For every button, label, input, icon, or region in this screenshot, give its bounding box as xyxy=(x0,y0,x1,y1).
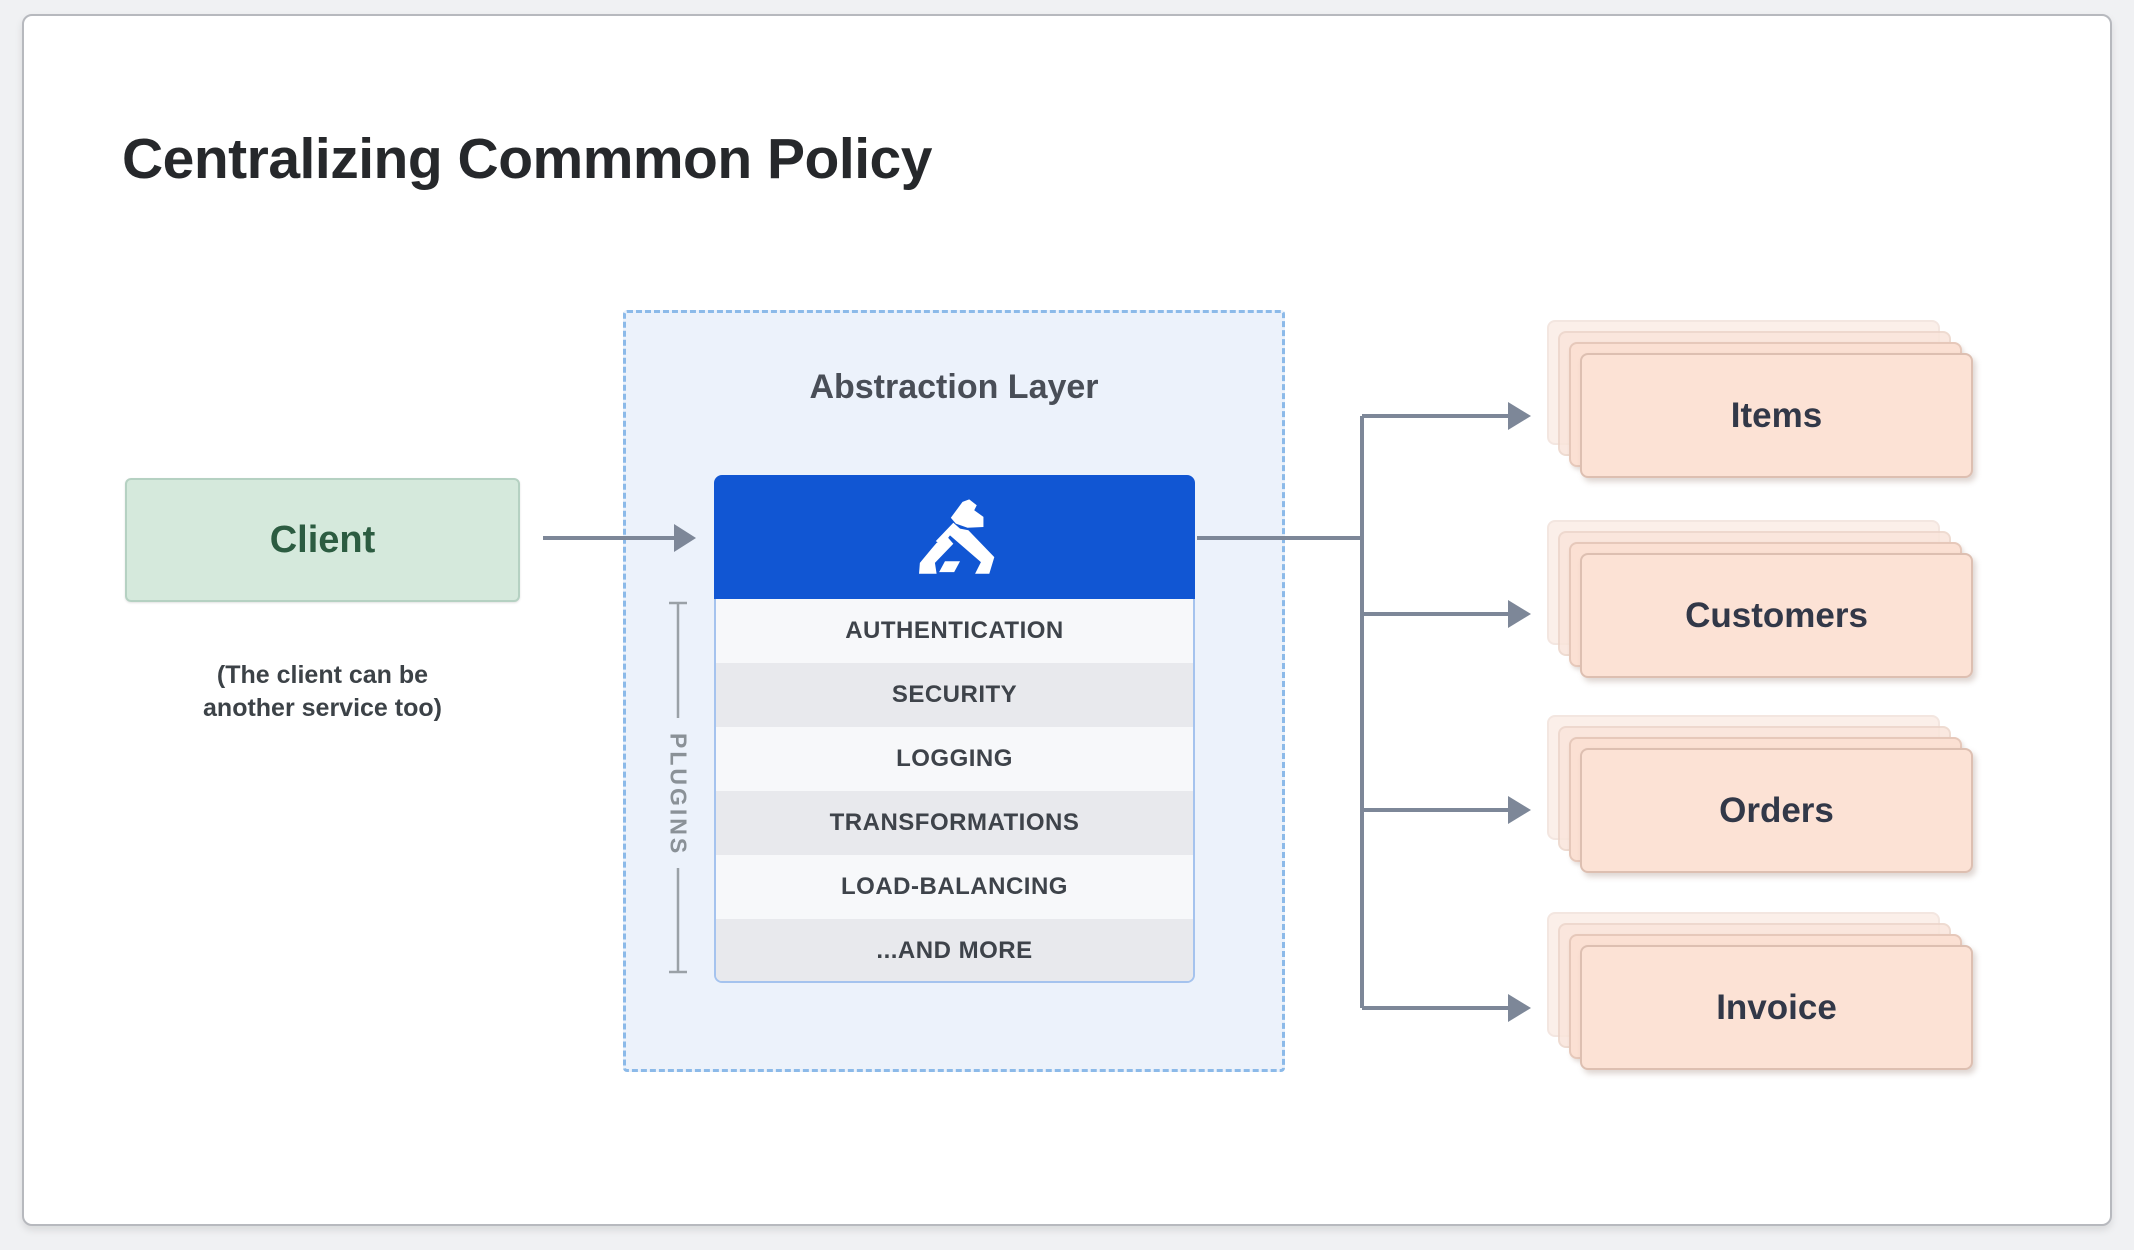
client-caption-line-1: (The client can be xyxy=(216,661,429,689)
client-label: Client xyxy=(269,518,376,561)
service-card-items: Items xyxy=(1580,353,1973,478)
service-stack-invoice: Invoice xyxy=(1547,912,1973,1070)
plugin-row-security: SECURITY xyxy=(716,663,1193,727)
plugins-vertical-label: PLUGINS xyxy=(665,733,692,857)
client-node: Client xyxy=(125,478,520,602)
service-label: Customers xyxy=(1685,595,1868,635)
page-title: Centralizing Commmon Policy xyxy=(122,127,932,191)
plugin-row-load-balancing: LOAD-BALANCING xyxy=(716,855,1193,919)
service-card-orders: Orders xyxy=(1580,748,1973,873)
client-caption-line-2: another service too) xyxy=(203,694,442,722)
kong-gorilla-logo xyxy=(918,499,994,574)
plugin-row-transformations: TRANSFORMATIONS xyxy=(716,791,1193,855)
service-stack-customers: Customers xyxy=(1547,520,1973,678)
client-caption: (The client can be another service too) xyxy=(125,659,520,725)
service-card-customers: Customers xyxy=(1580,553,1973,678)
service-stack-items: Items xyxy=(1547,320,1973,478)
service-label: Invoice xyxy=(1716,987,1837,1027)
service-card-invoice: Invoice xyxy=(1580,945,1973,1070)
service-stack-orders: Orders xyxy=(1547,715,1973,873)
plugin-row-authentication: AUTHENTICATION xyxy=(716,599,1193,663)
plugin-row-logging: LOGGING xyxy=(716,727,1193,791)
plugin-row-and-more: ...AND MORE xyxy=(716,919,1193,981)
gateway-header xyxy=(714,475,1195,599)
plugin-list: AUTHENTICATION SECURITY LOGGING TRANSFOR… xyxy=(714,599,1195,983)
abstraction-layer-heading: Abstraction Layer xyxy=(809,368,1099,406)
service-label: Items xyxy=(1730,395,1823,435)
service-label: Orders xyxy=(1719,790,1834,830)
